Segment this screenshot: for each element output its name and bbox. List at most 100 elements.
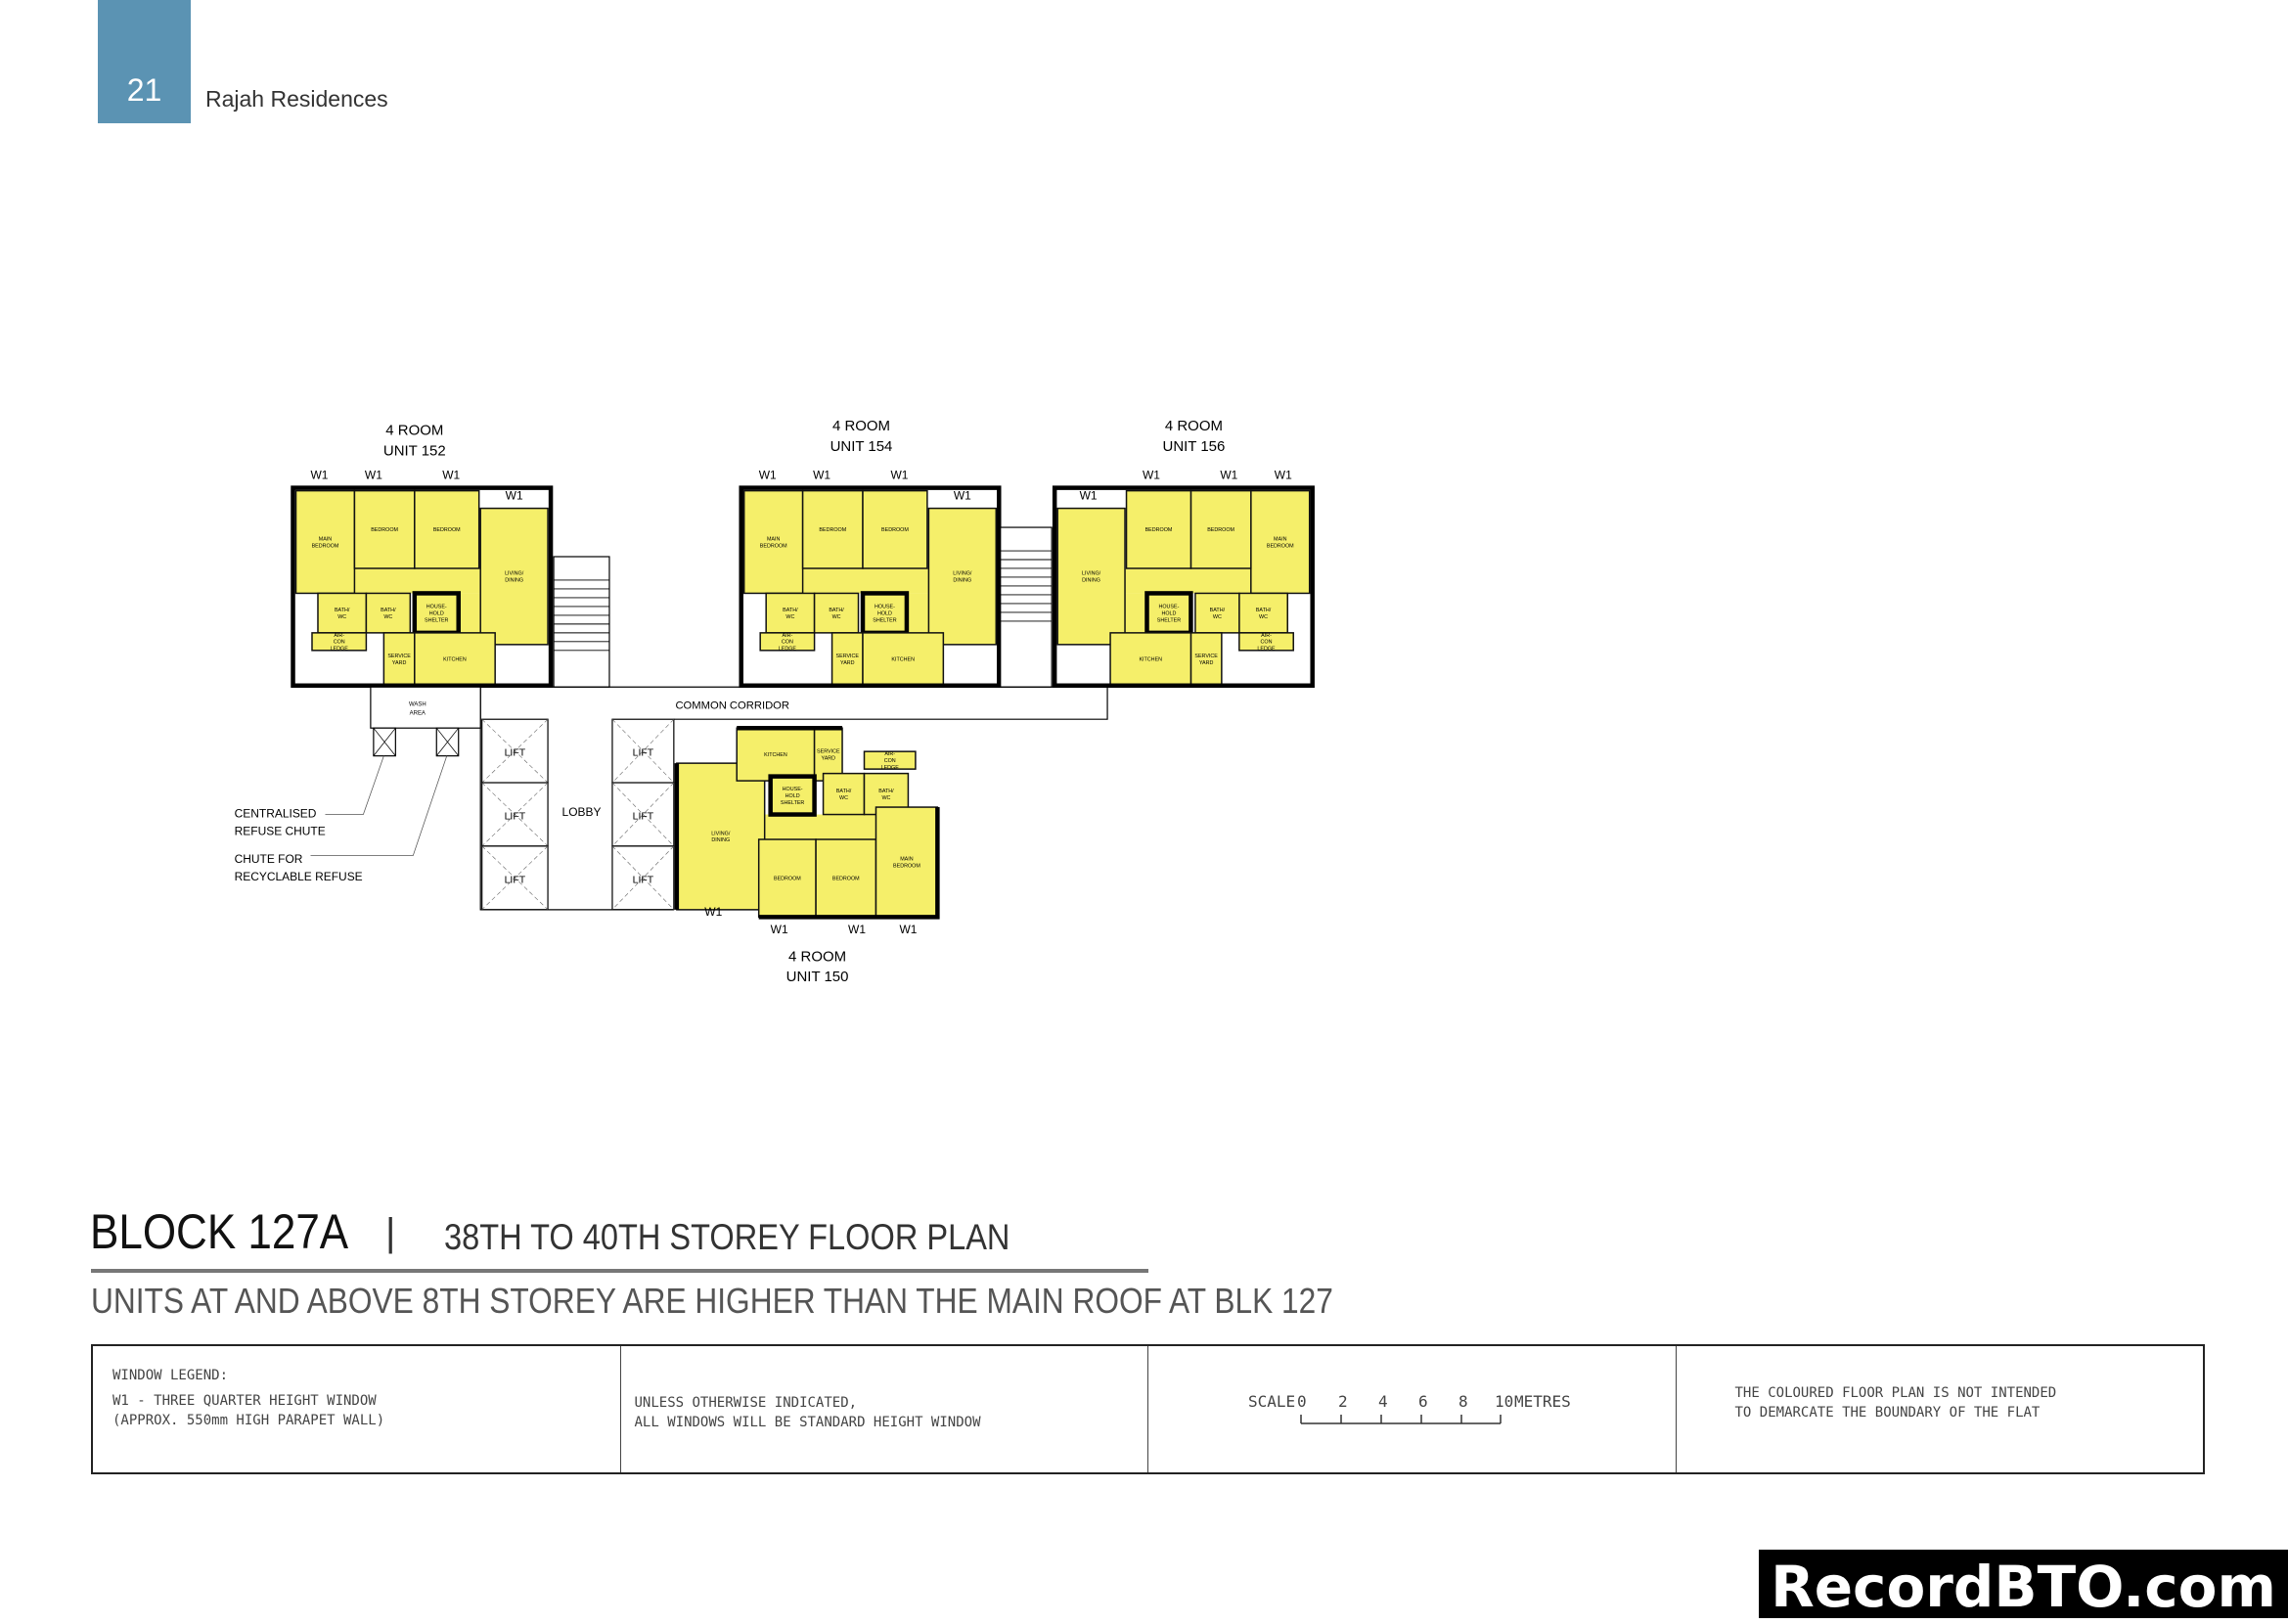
block-title: BLOCK 127A [90, 1204, 349, 1259]
unit-unit-152 [294, 489, 549, 687]
title-separator: | [385, 1211, 396, 1254]
standard-window-line: UNLESS OTHERWISE INDICATED, [634, 1395, 858, 1411]
scale-label: SCALE [1248, 1392, 1295, 1411]
lift-cross [611, 782, 675, 847]
room-label-bedroom: BEDROOM [774, 876, 801, 881]
scale-tick-label: 0 [1297, 1392, 1307, 1411]
room-label-bath: BATH/WC [836, 789, 852, 801]
room-label-bedroom: BEDROOM [1207, 527, 1234, 533]
room-label-kitchen: KITCHEN [1139, 657, 1162, 663]
window-w1-label: W1 [365, 469, 382, 482]
room-label-living: LIVING/DINING [505, 571, 524, 584]
room-kitchen [414, 632, 496, 687]
window-w1-label: W1 [442, 469, 460, 482]
roof-note: UNITS AT AND ABOVE 8TH STOREY ARE HIGHER… [91, 1281, 1333, 1321]
room-label-bedroom: BEDROOM [819, 527, 846, 533]
room-main-bedroom [294, 489, 356, 595]
window-w1-label: W1 [954, 489, 971, 503]
room-bedroom [1125, 489, 1192, 569]
common-corridor-label: COMMON CORRIDOR [675, 700, 789, 712]
lift-cross [481, 845, 549, 910]
lift-cross [481, 718, 549, 784]
hallway [354, 567, 481, 594]
room-living [1056, 507, 1126, 646]
scale-unit: METRES [1514, 1392, 1571, 1411]
unit-unit-156 [1056, 489, 1311, 687]
scale-tick-label: 2 [1338, 1392, 1348, 1411]
document-title: Rajah Residences [205, 86, 388, 112]
room-main-bedroom [742, 489, 804, 595]
unit-number-label: UNIT 154 [830, 438, 893, 455]
wash-area [370, 686, 481, 729]
room-label-bath: BATH/WC [381, 608, 396, 620]
room-main-bedroom [1250, 489, 1311, 595]
room-bedroom [757, 838, 817, 919]
hallway [458, 593, 481, 633]
hallway [802, 567, 929, 594]
scale-tick-label: 10 [1495, 1392, 1513, 1411]
room-bedroom [862, 489, 928, 569]
watermark: RecordBTO.com [1759, 1550, 2288, 1620]
room-label-bath: BATH/WC [829, 608, 844, 620]
unit-type-label: 4 ROOM [385, 423, 443, 439]
page-number: 21 [126, 72, 162, 108]
window-w1-label: W1 [899, 923, 917, 936]
room-bath [1238, 592, 1288, 634]
window-w1-label: W1 [771, 923, 788, 936]
lift-label: LIFT [505, 811, 526, 822]
lift-label: LIFT [633, 875, 654, 885]
room-kitchen [862, 632, 945, 687]
page-number-badge: 21 [98, 0, 191, 123]
scale-cell: SCALE 0 2 4 6 8 10 METRES [1148, 1346, 1677, 1472]
window-w1-label: W1 [1275, 469, 1292, 482]
title-divider [91, 1269, 1148, 1273]
staircase [553, 556, 610, 688]
scale-tick-label: 8 [1458, 1392, 1468, 1411]
room-bath [813, 592, 860, 634]
window-legend-line: (APPROX. 550mm HIGH PARAPET WALL) [112, 1413, 385, 1428]
room-service-yard [830, 632, 864, 687]
storey-title: 38TH TO 40TH STOREY FLOOR PLAN [444, 1217, 1010, 1257]
hallway [1125, 567, 1251, 594]
room-aircon [863, 750, 917, 770]
window-w1-label: W1 [890, 469, 908, 482]
hallway [906, 593, 929, 633]
legend-table: WINDOW LEGEND: W1 - THREE QUARTER HEIGHT… [91, 1344, 2205, 1474]
unit-number-label: UNIT 150 [786, 969, 849, 985]
unit-type-label: 4 ROOM [788, 948, 846, 965]
room-label-living: LIVING/DINING [953, 571, 972, 584]
window-w1-label: W1 [704, 905, 722, 919]
room-label-bath: BATH/WC [783, 608, 798, 620]
window-w1-label: W1 [1080, 489, 1098, 503]
window-w1-label: W1 [1220, 469, 1237, 482]
lobby-label: LOBBY [562, 805, 602, 819]
disclaimer-line: TO DEMARCATE THE BOUNDARY OF THE FLAT [1734, 1405, 2041, 1421]
standard-window-line: ALL WINDOWS WILL BE STANDARD HEIGHT WIND… [634, 1415, 981, 1430]
lift-label: LIFT [505, 875, 526, 885]
room-label-kitchen: KITCHEN [764, 752, 787, 758]
window-legend-cell: WINDOW LEGEND: W1 - THREE QUARTER HEIGHT… [93, 1346, 621, 1472]
unit-type-label: 4 ROOM [832, 418, 890, 434]
recyclable-chute-label: RECYCLABLE REFUSE [235, 870, 363, 883]
room-bath [317, 592, 368, 634]
room-shelter [768, 774, 817, 817]
scale-bar: SCALE 0 2 4 6 8 10 METRES [1248, 1392, 1571, 1424]
room-label-bedroom: BEDROOM [1145, 527, 1173, 533]
room-label-kitchen: KITCHEN [443, 657, 467, 663]
room-label-bedroom: BEDROOM [832, 876, 860, 881]
disclaimer-line: THE COLOURED FLOOR PLAN IS NOT INTENDED [1734, 1385, 2057, 1401]
room-bedroom [815, 838, 877, 919]
unit-number-label: UNIT 156 [1163, 438, 1226, 455]
callout-leader-line [310, 755, 448, 856]
room-label-living: LIVING/DINING [1082, 571, 1101, 584]
unit-type-label: 4 ROOM [1165, 418, 1223, 434]
window-legend-line: W1 - THREE QUARTER HEIGHT WINDOW [112, 1393, 377, 1409]
hallway [1125, 593, 1147, 633]
unit-unit-150 [676, 727, 939, 919]
